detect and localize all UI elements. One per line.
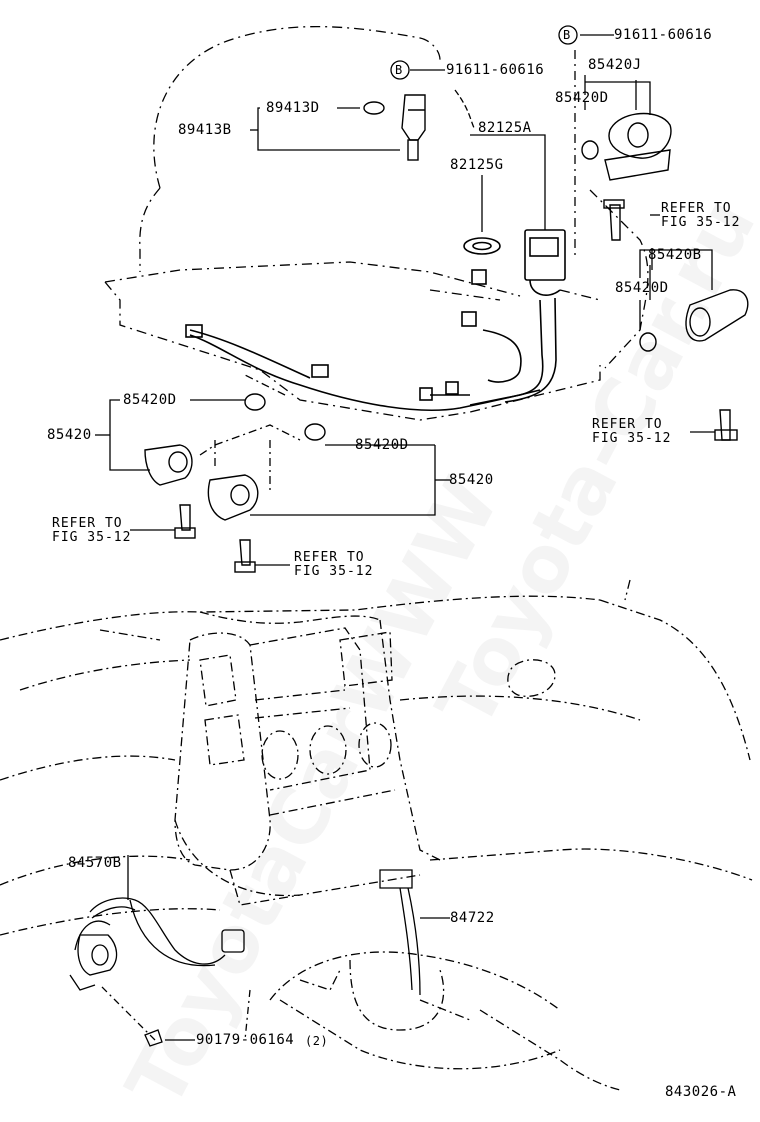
assy-85420-left	[144, 393, 326, 573]
bolt-b-letter-left: B	[395, 63, 403, 77]
refer-line-2: FIG 35-12	[294, 564, 374, 579]
refer-line-1: REFER TO	[52, 516, 123, 531]
refer-line-1: REFER TO	[592, 417, 663, 432]
callout-91611-right: 91611-60616	[614, 27, 713, 43]
roof-outline	[104, 25, 649, 421]
dashboard-outline	[0, 579, 753, 936]
assy-85420B	[639, 289, 749, 441]
callout-85420D-top: 85420D	[555, 90, 609, 106]
refer-line-2: FIG 35-12	[52, 530, 132, 545]
refer-line-2: FIG 35-12	[592, 431, 672, 446]
refer-line-2: FIG 35-12	[661, 215, 741, 230]
bolt-b-marker-right	[558, 25, 578, 45]
leaders-mid	[95, 214, 715, 566]
diagram-id: 843026-A	[665, 1084, 737, 1100]
center-console	[174, 627, 556, 906]
lower-wiring	[69, 869, 421, 1047]
callout-85420J: 85420J	[588, 57, 642, 73]
wire-harness	[185, 229, 566, 412]
callout-90179-qty: (2)	[305, 1034, 329, 1048]
callout-90179: 90179-06164	[196, 1032, 295, 1048]
refer-fig-mid[interactable]: REFER TO FIG 35-12	[294, 551, 373, 579]
callout-85420D-mid: 85420D	[355, 437, 409, 453]
refer-fig-right-mid[interactable]: REFER TO FIG 35-12	[592, 418, 671, 446]
callout-89413D: 89413D	[266, 100, 320, 116]
leaders-top	[250, 34, 713, 330]
shift-area	[269, 951, 621, 1091]
callout-85420-mid: 85420	[449, 472, 494, 488]
callout-89413B: 89413B	[178, 122, 232, 138]
callout-84570B: 84570B	[68, 855, 122, 871]
callout-85420D-left: 85420D	[123, 392, 177, 408]
refer-line-1: REFER TO	[294, 550, 365, 565]
callout-82125A: 82125A	[478, 120, 532, 136]
callout-84722: 84722	[450, 910, 495, 926]
refer-line-1: REFER TO	[661, 201, 732, 216]
callout-85420-left: 85420	[47, 427, 92, 443]
callout-85420B: 85420B	[648, 247, 702, 263]
sensor-89413	[363, 94, 426, 161]
leaders-lower	[99, 855, 450, 1041]
callout-85420D-right: 85420D	[615, 280, 669, 296]
refer-fig-right-top[interactable]: REFER TO FIG 35-12	[661, 202, 740, 230]
bolt-b-marker-left	[390, 60, 410, 80]
bolt-b-letter-right: B	[563, 28, 571, 42]
callout-91611-left: 91611-60616	[446, 62, 545, 78]
assy-85420J	[581, 112, 672, 241]
callout-82125G: 82125G	[450, 157, 504, 173]
refer-fig-left[interactable]: REFER TO FIG 35-12	[52, 517, 131, 545]
